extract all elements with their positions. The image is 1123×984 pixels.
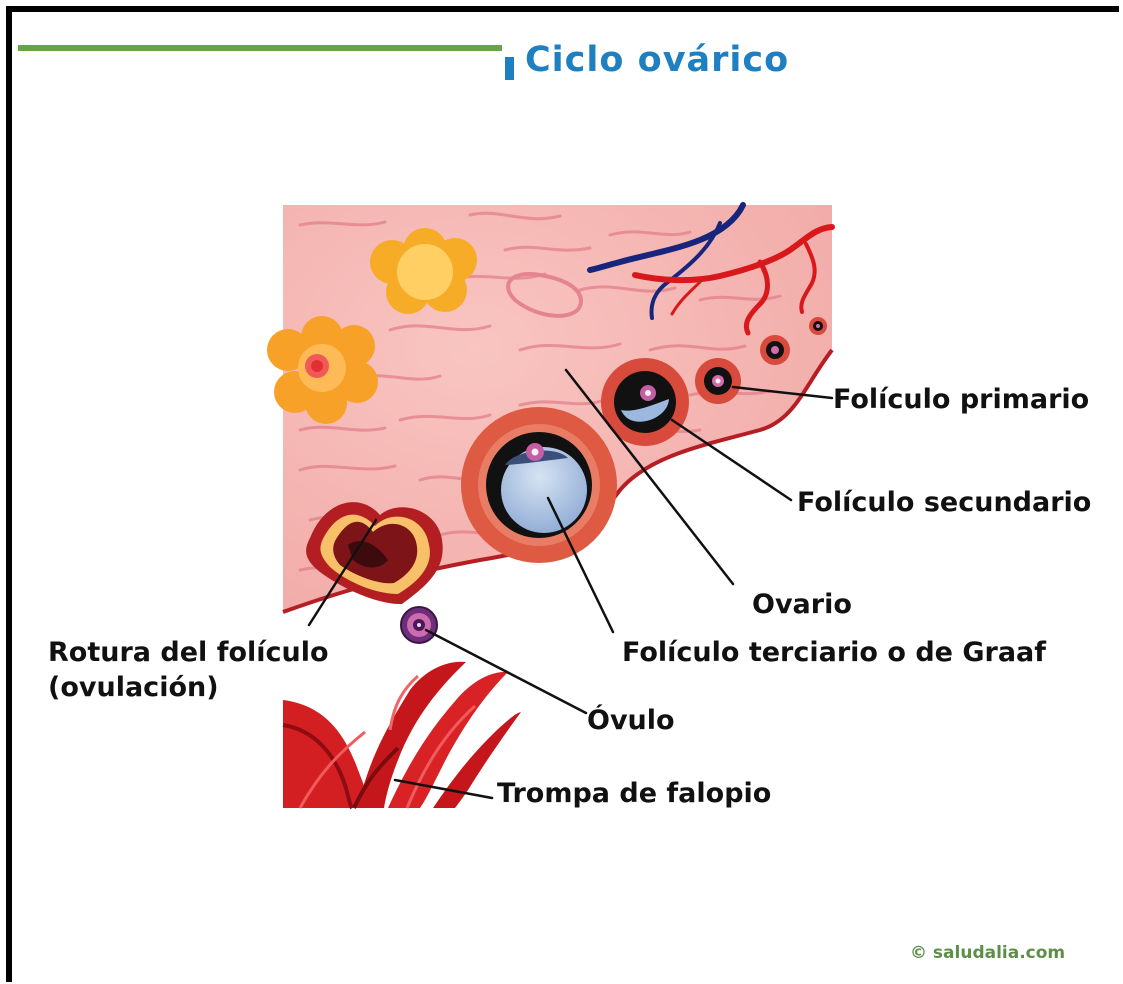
tertiary-follicle <box>461 407 617 563</box>
label-ovum: Óvulo <box>587 703 675 738</box>
released-ovum <box>401 607 437 643</box>
label-ovary: Ovario <box>752 587 852 622</box>
label-fallopian-tube: Trompa de falopio <box>497 776 771 811</box>
label-follicle-rupture: Rotura del folículo <box>48 635 329 670</box>
label-primary-follicle: Folículo primario <box>833 382 1089 417</box>
label-tertiary-follicle: Folículo terciario o de Graaf <box>622 635 1046 670</box>
copyright-notice: © saludalia.com <box>910 943 1065 963</box>
fallopian-tube <box>283 662 521 808</box>
label-secondary-follicle: Folículo secundario <box>797 485 1091 520</box>
label-ovulation: (ovulación) <box>48 670 219 705</box>
primary-follicle <box>695 358 741 404</box>
